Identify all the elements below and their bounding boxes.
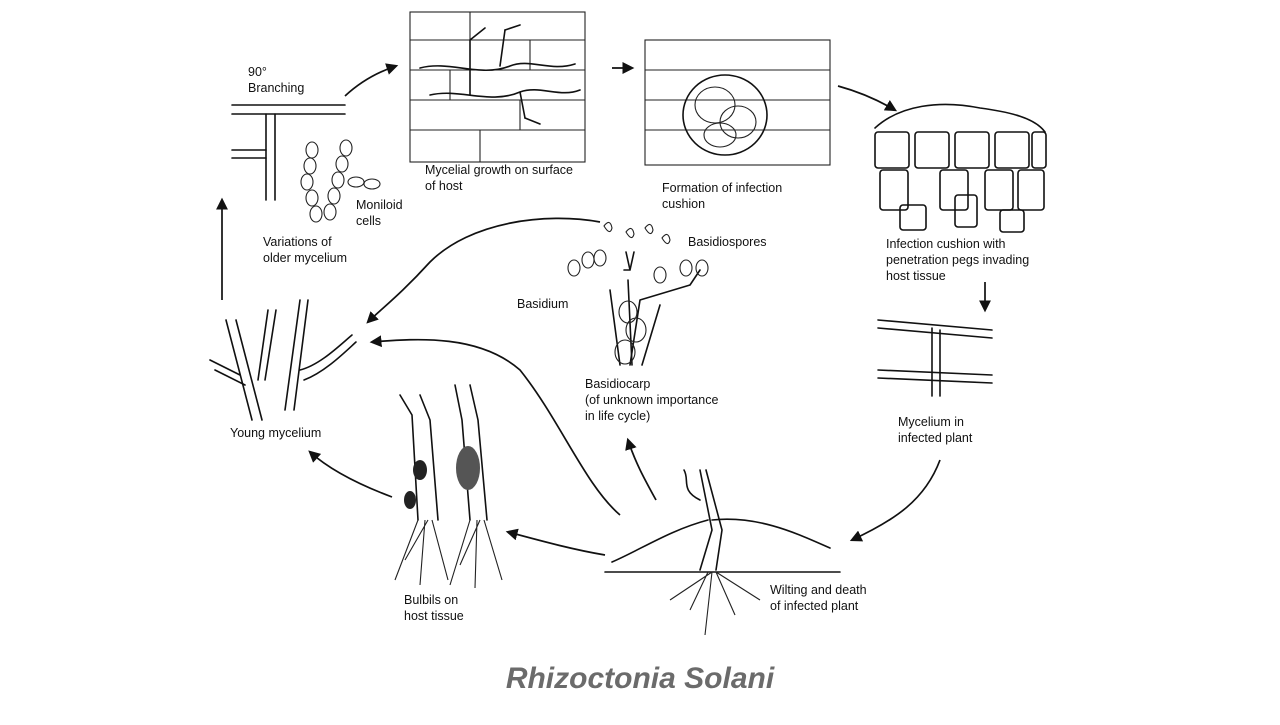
infected-plant-mycelium-illustration — [877, 319, 993, 397]
diagram-labels: 90° Branching Mycelial growth on surface… — [230, 65, 1029, 623]
infection-cushion-illustration — [644, 39, 831, 166]
label-variations-2: older mycelium — [263, 251, 347, 265]
label-branching-angle: 90° — [248, 65, 267, 79]
label-penetration-1: Infection cushion with — [886, 237, 1006, 251]
label-mycelial-growth-1: Mycelial growth on surface — [425, 163, 573, 177]
label-variations-1: Variations of — [263, 235, 332, 249]
label-mycelial-growth-2: of host — [425, 179, 463, 193]
label-basidiocarp-2: (of unknown importance — [585, 393, 718, 407]
mycelial-growth-illustration — [409, 11, 586, 163]
label-mycelium-infected-2: infected plant — [898, 431, 973, 445]
label-mycelium-infected-1: Mycelium in — [898, 415, 964, 429]
wilting-plant-illustration — [604, 469, 841, 636]
label-basidium: Basidium — [517, 297, 568, 311]
label-penetration-3: host tissue — [886, 269, 946, 283]
label-bulbils-2: host tissue — [404, 609, 464, 623]
label-branching: Branching — [248, 81, 304, 95]
cycle-arrows — [216, 62, 991, 556]
label-infection-cushion-2: cushion — [662, 197, 705, 211]
label-basidiospores: Basidiospores — [688, 235, 767, 249]
label-penetration-2: penetration pegs invading — [886, 253, 1029, 267]
label-infection-cushion-1: Formation of infection — [662, 181, 782, 195]
bulbils-illustration — [394, 384, 503, 589]
diagram-caption: Rhizoctonia Solani — [505, 662, 775, 695]
young-mycelium-illustration — [209, 299, 357, 421]
basidiocarp-illustration — [567, 221, 709, 366]
label-basidiocarp-1: Basidiocarp — [585, 377, 650, 391]
branching-illustration — [231, 104, 346, 201]
label-young-mycelium: Young mycelium — [230, 426, 321, 440]
label-wilting-2: of infected plant — [770, 599, 859, 613]
label-wilting-1: Wilting and death — [770, 583, 867, 597]
label-bulbils-1: Bulbils on — [404, 593, 458, 607]
label-moniloid-2: cells — [356, 214, 381, 228]
penetration-pegs-illustration — [874, 103, 1047, 233]
label-moniloid-1: Moniloid — [356, 198, 403, 212]
label-basidiocarp-3: in life cycle) — [585, 409, 650, 423]
moniloid-cells-illustration — [300, 139, 381, 223]
